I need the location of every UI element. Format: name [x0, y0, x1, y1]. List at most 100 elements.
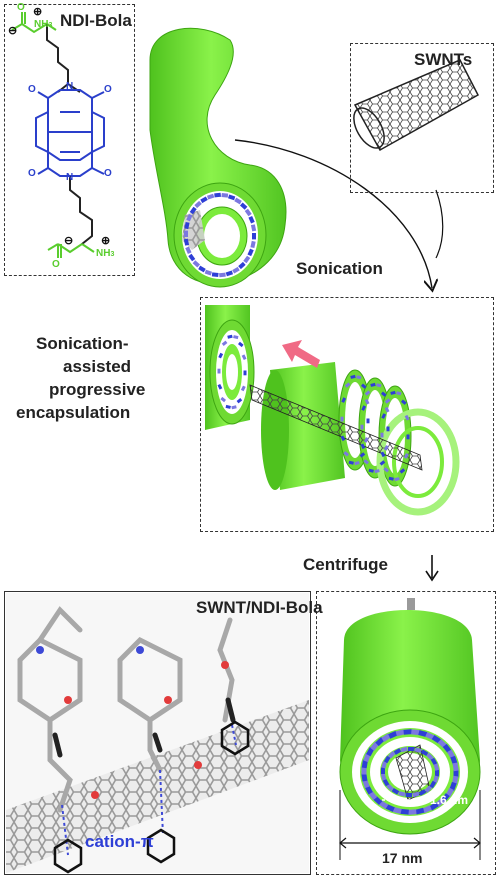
ring-molecule-dot: [381, 761, 387, 769]
ring-molecule-dot: [385, 804, 395, 812]
ring-molecule-dot: [192, 260, 201, 268]
ring-molecule-dot: [414, 747, 422, 753]
ring-molecule-dot: [344, 382, 351, 388]
ring-molecule-dot: [403, 729, 412, 735]
chem-o-ndi-2: O: [104, 84, 112, 95]
sonication-assisted-label-3: progressive: [49, 380, 146, 399]
ring-molecule-dot: [225, 404, 231, 409]
chem-o-ndi-1: O: [28, 84, 36, 95]
ring-molecule-dot: [388, 730, 398, 739]
ring-molecule-dot: [243, 370, 247, 376]
ring-molecule-dot: [396, 391, 402, 396]
chem-nh3-bottom-sub: 3: [110, 251, 115, 258]
ring-molecule-dot: [422, 805, 432, 814]
chem-n-ndi-1: N: [66, 81, 74, 92]
ring-molecule-dot: [382, 778, 390, 787]
chem-o-ndi-3: O: [28, 168, 36, 179]
ring-molecule-dot: [189, 206, 197, 215]
ring-molecule-dot: [354, 461, 360, 466]
ring-molecule-dot: [383, 755, 391, 764]
ring-molecule-dot: [364, 390, 371, 396]
ring-molecule-dot: [370, 382, 376, 387]
chem-nh3-top-sub: 3: [48, 22, 53, 29]
inner-diameter-label: 1.6 nm: [430, 793, 469, 807]
ring-molecule-dot: [380, 773, 387, 781]
ring-molecule-dot: [412, 791, 420, 798]
ring-molecule-dot: [404, 414, 410, 421]
ndi-bola-nanotube-curved: [149, 27, 287, 288]
ring-molecule-dot: [362, 778, 370, 789]
ring-molecule-dot: [340, 416, 344, 422]
ring-molecule-dot: [384, 398, 391, 404]
ndi-bola-molecule: [11, 12, 105, 258]
swnts-box: [350, 43, 494, 193]
ring-molecule-dot: [418, 789, 427, 796]
ring-molecule-dot: [252, 233, 256, 240]
ring-molecule-dot: [238, 261, 246, 270]
ring-molecule-dot: [429, 780, 437, 789]
ring-molecule-dot: [403, 453, 409, 459]
ndi-bola-structure-box: [4, 4, 135, 276]
ring-molecule-dot: [186, 213, 193, 222]
ring-molecule-dot: [348, 460, 354, 465]
ring-molecule-dot: [361, 405, 367, 411]
swnt-ndi-bola-label: SWNT/NDI-Bola: [196, 598, 323, 617]
ring-molecule-dot: [431, 735, 442, 744]
ring-molecule-dot: [430, 757, 438, 766]
ring-molecule-dot: [386, 783, 394, 792]
ring-molecule-dot: [343, 451, 350, 457]
ring-molecule-dot: [398, 791, 406, 797]
ring-molecule-dot: [204, 269, 213, 276]
ring-molecule-dot: [221, 193, 229, 198]
ring-molecule-dot: [234, 197, 242, 205]
ring-molecule-dot: [247, 248, 254, 257]
sonication-assisted-label-4: encapsulation: [16, 403, 131, 422]
ring-molecule-dot: [433, 775, 439, 783]
ring-molecule-dot: [386, 426, 390, 432]
ring-molecule-dot: [227, 334, 233, 339]
ring-molecule-dot: [380, 391, 387, 397]
ring-molecule-dot: [378, 800, 389, 809]
ring-molecule-dot: [381, 733, 391, 742]
ring-molecule-dot: [340, 435, 346, 442]
swnt-illustration: [353, 59, 479, 152]
ring-molecule-dot: [433, 763, 440, 771]
sonication-assisted-label-1: Sonication-: [36, 334, 129, 353]
encapsulation-illustration: [205, 305, 460, 516]
ring-molecule-dot: [388, 476, 394, 481]
sonication-arrow: [234, 139, 432, 288]
cation-pi-label: cation-π: [85, 832, 154, 851]
ring-molecule-dot: [356, 375, 362, 380]
ring-molecule-dot: [194, 200, 202, 209]
chem-o-ndi-4: O: [104, 168, 112, 179]
pink-direction-arrow: [282, 340, 320, 368]
ring-molecule-dot: [185, 246, 192, 254]
cross-section-box: [316, 591, 496, 875]
ring-molecule-dot: [380, 432, 384, 438]
ring-molecule-dot: [217, 368, 221, 374]
ring-molecule-dot: [211, 272, 219, 277]
ring-molecule-dot: [435, 770, 439, 777]
ring-molecule-dot: [214, 192, 221, 198]
chem-o-top: O: [17, 2, 25, 13]
molecular-model-box: [4, 591, 311, 875]
ring-molecule-dot: [206, 193, 215, 200]
sonication-label: Sonication: [296, 259, 383, 278]
chem-nh3-top: NH3: [34, 19, 52, 30]
ring-molecule-dot: [376, 383, 382, 388]
ring-molecule-dot: [426, 752, 434, 761]
ring-molecule-dot: [363, 437, 369, 443]
ring-molecule-dot: [424, 785, 432, 793]
ring-molecule-dot: [350, 374, 356, 379]
ring-molecule-dot: [393, 748, 402, 755]
ring-molecule-dot: [184, 230, 188, 237]
ring-molecule-dot: [395, 729, 405, 737]
ring-molecule-dot: [400, 808, 409, 815]
ring-molecule-dot: [366, 418, 370, 424]
chem-plus-bottom: ⊕: [101, 235, 111, 247]
ndi-bola-label: NDI-Bola: [60, 11, 132, 30]
ring-molecule-dot: [408, 747, 415, 751]
ring-molecule-dot: [399, 468, 406, 474]
ring-molecule-dot: [243, 255, 251, 264]
